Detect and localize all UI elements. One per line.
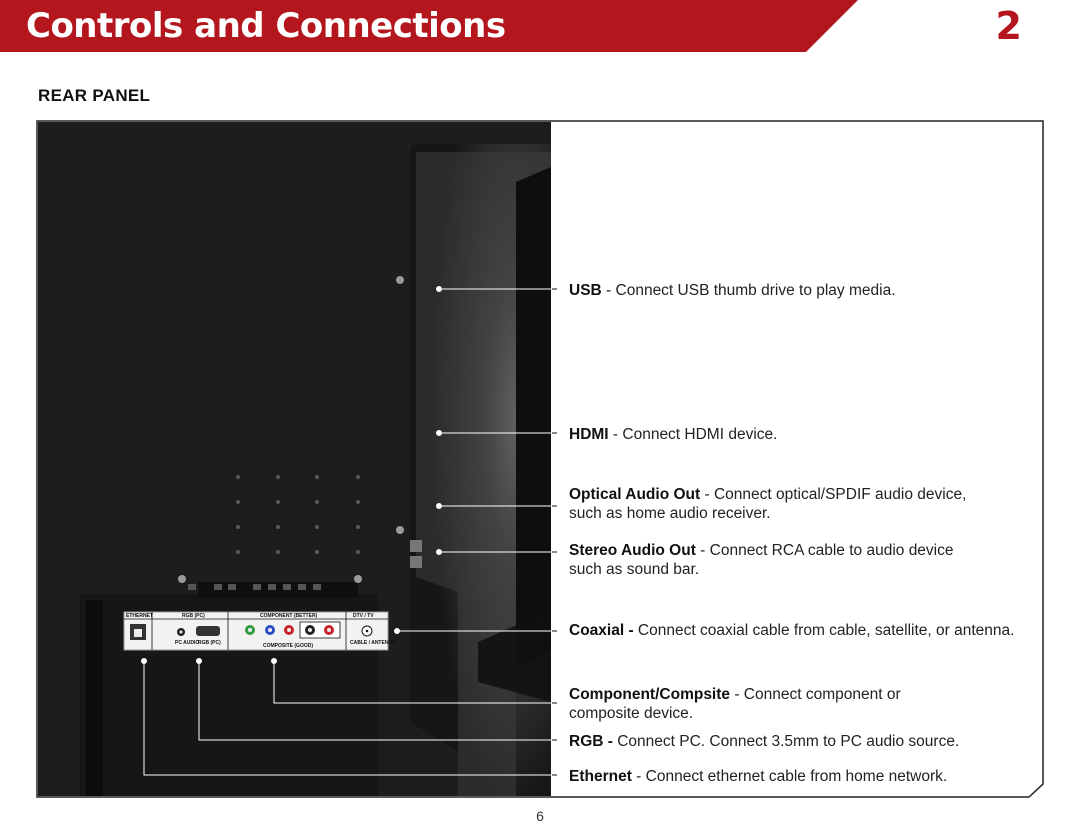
label-pc-audio: PC AUDIO [175, 640, 199, 646]
figure-frame [36, 120, 1044, 798]
callout-stereo: Stereo Audio Out - Connect RCA cable to … [569, 542, 954, 578]
header-band [0, 0, 858, 52]
callout-hdmi: HDMI - Connect HDMI device. [569, 426, 778, 443]
callout-component: Component/Compsite - Connect component o… [569, 686, 901, 722]
label-rgb-pc: RGB (PC) [198, 640, 221, 646]
page-title: Controls and Connections [26, 6, 506, 46]
label-cable: CABLE / ANTENNA [350, 640, 396, 646]
callout-coaxial: Coaxial - Connect coaxial cable from cab… [569, 622, 1015, 639]
leader-ethernet [143, 661, 552, 776]
callout-optical: Optical Audio Out - Connect optical/SPDI… [569, 486, 967, 522]
label-composite: COMPOSITE (GOOD) [263, 643, 313, 649]
callout-usb: USB - Connect USB thumb drive to play me… [569, 282, 896, 299]
callout-ethernet: Ethernet - Connect ethernet cable from h… [569, 768, 948, 785]
chapter-number: 2 [995, 4, 1022, 48]
label-ethernet: ETHERNET [126, 613, 153, 619]
label-rgb: RGB (PC) [182, 613, 205, 619]
page-number: 6 [536, 808, 544, 824]
callout-rgb: RGB - Connect PC. Connect 3.5mm to PC au… [569, 733, 960, 750]
leader-rgb [198, 661, 552, 741]
label-component: COMPONENT (BETTER) [260, 613, 318, 619]
label-dtv: DTV / TV [353, 613, 374, 619]
section-heading: REAR PANEL [38, 86, 151, 105]
rear-panel-photo: ETHERNET RGB (PC) COMPONENT (BETTER) DTV… [38, 122, 551, 796]
leader-component [273, 661, 552, 704]
